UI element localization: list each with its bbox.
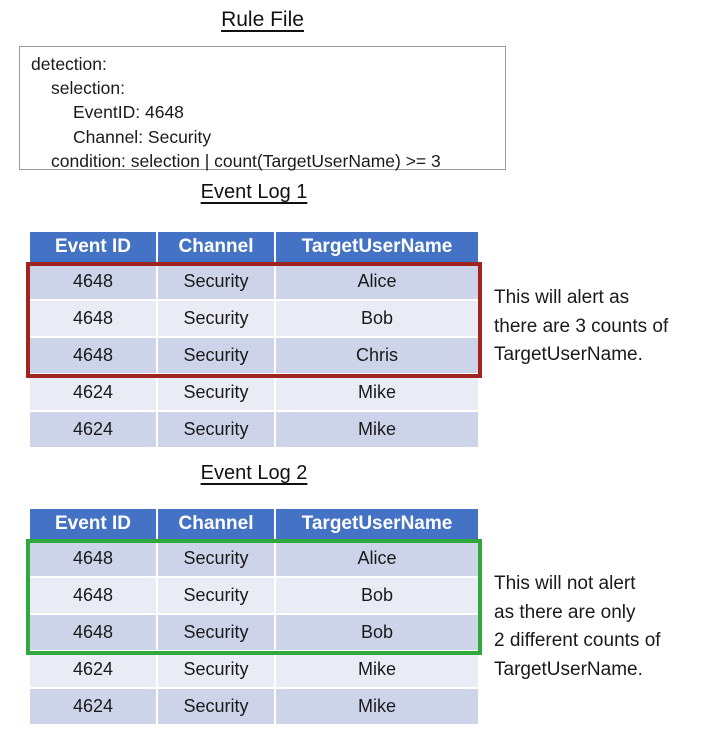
rule-file-title: Rule File [221, 8, 304, 31]
cell-target-user-name: Bob [276, 578, 478, 615]
event-log-1-title: Event Log 1 [200, 181, 308, 203]
cell-event-id: 4648 [30, 541, 158, 578]
cell-channel: Security [158, 338, 276, 375]
column-header-channel: Channel [158, 232, 276, 264]
event-log-2-title: Event Log 2 [200, 462, 308, 484]
cell-channel: Security [158, 541, 276, 578]
column-header-target-user-name: TargetUserName [276, 232, 478, 264]
column-header-channel: Channel [158, 509, 276, 541]
column-header-event-id: Event ID [30, 232, 158, 264]
table-row: 4624 Security Mike [30, 652, 478, 689]
rule-line-condition: condition: selection | count(TargetUserN… [51, 150, 441, 171]
cell-target-user-name: Mike [276, 412, 478, 449]
table-row: 4624 Security Mike [30, 375, 478, 412]
table-row: 4648 Security Alice [30, 541, 478, 578]
rule-line-eventid: EventID: 4648 [73, 102, 184, 123]
cell-target-user-name: Bob [276, 301, 478, 338]
cell-event-id: 4624 [30, 375, 158, 412]
table-row: 4624 Security Mike [30, 689, 478, 726]
rule-line-selection: selection: [51, 78, 125, 99]
rule-line-detection: detection: [31, 54, 107, 74]
cell-channel: Security [158, 375, 276, 412]
cell-event-id: 4624 [30, 689, 158, 726]
table-row: 4648 Security Bob [30, 301, 478, 338]
table-row: 4648 Security Chris [30, 338, 478, 375]
cell-channel: Security [158, 578, 276, 615]
event-log-1-table: Event ID Channel TargetUserName 4648 Sec… [30, 232, 478, 449]
rule-file-code-box: detection: selection: EventID: 4648 Chan… [19, 46, 506, 171]
table-row: 4648 Security Bob [30, 578, 478, 615]
cell-channel: Security [158, 412, 276, 449]
cell-event-id: 4648 [30, 301, 158, 338]
table-row: 4648 Security Bob [30, 615, 478, 652]
cell-channel: Security [158, 652, 276, 689]
column-header-event-id: Event ID [30, 509, 158, 541]
alert-annotation: This will alert as there are 3 counts of… [494, 287, 669, 365]
column-header-target-user-name: TargetUserName [276, 509, 478, 541]
cell-channel: Security [158, 689, 276, 726]
cell-target-user-name: Alice [276, 541, 478, 578]
cell-event-id: 4648 [30, 615, 158, 652]
cell-target-user-name: Mike [276, 689, 478, 726]
no-alert-annotation: This will not alert as there are only 2 … [494, 573, 661, 680]
header-row: Event ID Channel TargetUserName [30, 232, 478, 264]
cell-target-user-name: Chris [276, 338, 478, 375]
cell-channel: Security [158, 615, 276, 652]
cell-event-id: 4624 [30, 652, 158, 689]
cell-target-user-name: Alice [276, 264, 478, 301]
cell-event-id: 4624 [30, 412, 158, 449]
header-row: Event ID Channel TargetUserName [30, 509, 478, 541]
cell-target-user-name: Mike [276, 375, 478, 412]
cell-channel: Security [158, 301, 276, 338]
cell-channel: Security [158, 264, 276, 301]
cell-event-id: 4648 [30, 338, 158, 375]
event-log-2-table: Event ID Channel TargetUserName 4648 Sec… [30, 509, 478, 726]
cell-target-user-name: Mike [276, 652, 478, 689]
table-row: 4624 Security Mike [30, 412, 478, 449]
cell-event-id: 4648 [30, 264, 158, 301]
table-row: 4648 Security Alice [30, 264, 478, 301]
cell-event-id: 4648 [30, 578, 158, 615]
cell-target-user-name: Bob [276, 615, 478, 652]
rule-line-channel: Channel: Security [73, 126, 212, 147]
